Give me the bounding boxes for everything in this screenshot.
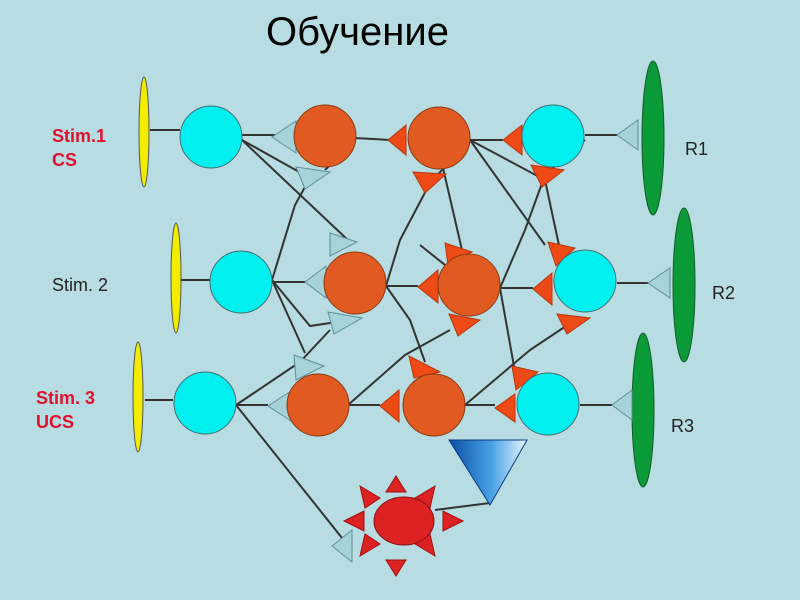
synapses-red: [379, 123, 592, 424]
response-3-label: R3: [671, 416, 695, 436]
reinforcement-sun-icon: [342, 475, 465, 577]
interneuron-r2-b: [437, 253, 501, 317]
neuron-row3-output: [516, 372, 580, 436]
neuron-row1-output: [521, 104, 585, 168]
effector-r2: [672, 207, 696, 363]
receptor-3: [132, 341, 144, 453]
stimulus-2-label: Stim. 2: [52, 273, 108, 297]
stimulus-3-name: Stim. 3: [36, 388, 96, 408]
stimulus-2-name: Stim. 2: [52, 275, 109, 295]
synapses-light: [267, 119, 671, 564]
neuron-row3-input: [173, 371, 237, 435]
stimulus-3-type: UCS: [36, 412, 75, 432]
interneuron-r1-a: [293, 104, 357, 168]
receptor-1: [138, 76, 150, 188]
sensory-neurons: [173, 104, 617, 436]
response-effectors: [631, 60, 696, 488]
interneuron-r1-b: [407, 106, 471, 170]
stimulus-1-label: Stim.1 CS: [52, 124, 106, 172]
stimulus-1-type: CS: [52, 150, 78, 170]
neuron-row2-output: [553, 249, 617, 313]
reinforcement-synapse: [448, 439, 528, 506]
receptor-2: [170, 222, 182, 334]
neuron-row2-input: [209, 250, 273, 314]
interneuron-r3-b: [402, 373, 466, 437]
interneuron-r3-a: [286, 373, 350, 437]
stimulus-receptors: [132, 76, 182, 453]
effector-r1: [641, 60, 665, 216]
diagram-title: Обучение: [266, 10, 449, 54]
inter-neurons: [286, 104, 501, 437]
neuron-row1-input: [179, 105, 243, 169]
response-2-label: R2: [712, 283, 736, 303]
interneuron-r2-a: [323, 251, 387, 315]
stimulus-1-name: Stim.1: [52, 126, 107, 146]
effector-r3: [631, 332, 655, 488]
response-1-label: R1: [685, 139, 709, 159]
stimulus-3-label: Stim. 3 UCS: [36, 386, 95, 434]
